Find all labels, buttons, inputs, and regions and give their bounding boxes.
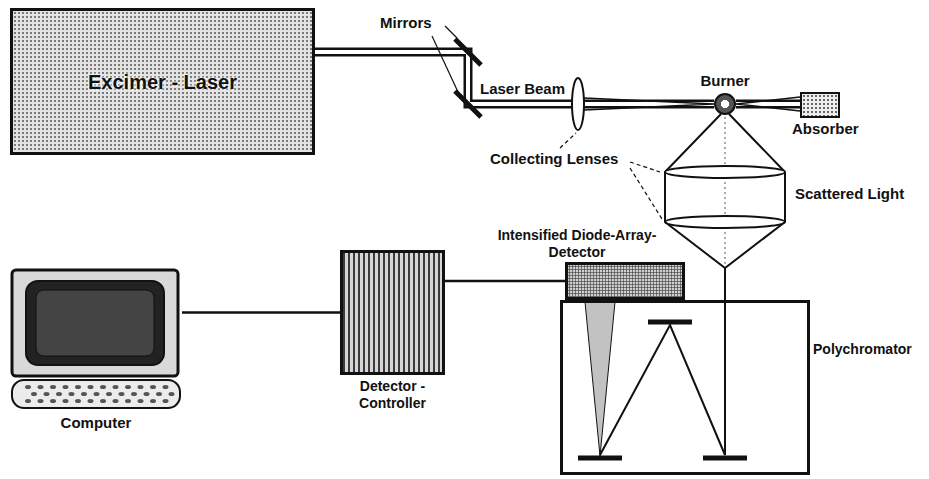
keyboard-key (138, 385, 144, 389)
keyboard-key (94, 392, 100, 396)
beam-outline (315, 52, 714, 104)
mirror (455, 39, 481, 65)
keyboard-key (131, 392, 137, 396)
node-label: Intensified Diode-Array-Detector (493, 227, 661, 261)
keyboard-key (163, 385, 169, 389)
part-label: Mirrors (380, 14, 432, 32)
laser-box: Excimer - Laser (10, 8, 315, 155)
keyboard-key (38, 399, 44, 403)
leader-line (445, 26, 457, 38)
keyboard-key (119, 392, 125, 396)
collecting-lens (665, 166, 785, 178)
computer-part (12, 380, 180, 408)
keyboard-key (25, 399, 31, 403)
dispersed-light (585, 302, 615, 456)
scattered-light-beam (665, 172, 785, 222)
beam-diverge (736, 97, 800, 111)
beam-focus (584, 98, 714, 110)
keyboard-key (75, 399, 81, 403)
text-holder: Collecting Lenses (490, 150, 618, 168)
keyboard-key (113, 399, 119, 403)
text-holder: Polychromator (813, 341, 912, 358)
leader-line (432, 36, 458, 92)
light-path (600, 300, 725, 455)
text-holder: Laser Beam (480, 80, 565, 98)
laser-beam (315, 52, 714, 104)
keyboard-key (156, 392, 162, 396)
keyboard-key (38, 385, 44, 389)
computer: Computer (10, 268, 182, 410)
beam-label: Scattered Light (795, 185, 904, 203)
beam-core (315, 52, 714, 104)
text-holder: Scattered Light (795, 185, 904, 203)
keyboard-key (81, 392, 87, 396)
leader-line (630, 168, 662, 219)
node-label: Burner (700, 72, 749, 90)
node-label: Detector - Controller (338, 378, 448, 412)
computer-illustration (10, 268, 182, 410)
text-holder: Detector - Controller (338, 378, 448, 412)
laser-lens (572, 78, 584, 130)
signal-cable (182, 312, 340, 313)
text-holder: Absorber (792, 120, 859, 138)
node-label: Absorber (792, 120, 859, 138)
burner-circle: Burner (714, 93, 736, 115)
keyboard-key (138, 399, 144, 403)
keyboard-key (25, 385, 31, 389)
leader-line (630, 162, 660, 172)
signal-cable (445, 281, 565, 282)
grating (703, 456, 747, 461)
keyboard-key (100, 385, 106, 389)
keyboard-key (144, 392, 150, 396)
keyboard-key (88, 399, 94, 403)
keyboard-key (100, 399, 106, 403)
keyboard-key (125, 399, 131, 403)
computer-part (12, 270, 178, 376)
keyboard-key (113, 385, 119, 389)
text-holder: Mirrors (380, 14, 432, 32)
keyboard-key (31, 392, 37, 396)
optical-axis (725, 117, 726, 266)
cable-line (182, 311, 340, 314)
beam-label: Laser Beam (480, 80, 565, 98)
node-label: Polychromator (813, 341, 912, 358)
absorber-box: Absorber (800, 92, 840, 118)
keyboard-key (88, 385, 94, 389)
mirror (648, 320, 692, 325)
computer-part (26, 281, 164, 365)
keyboard-key (125, 385, 131, 389)
keyboard-key (69, 392, 75, 396)
cable-line (445, 280, 565, 283)
keyboard-key (169, 392, 175, 396)
keyboard-key (56, 392, 62, 396)
text-holder: Excimer - Laser (13, 11, 312, 152)
keyboard-key (150, 399, 156, 403)
mirror (455, 91, 481, 117)
collecting-lens (665, 216, 785, 228)
scattered-light-cone (665, 114, 785, 172)
keyboard-key (150, 385, 156, 389)
keyboard-key (106, 392, 112, 396)
computer-part (36, 290, 154, 356)
node-label: Excimer - Laser (78, 70, 247, 94)
mirror (578, 456, 622, 461)
text-holder: Intensified Diode-Array-Detector (493, 227, 661, 261)
polychromator-box: Polychromator (560, 300, 810, 475)
detector-box: Intensified Diode-Array-Detector (565, 262, 685, 300)
keyboard-key (50, 399, 56, 403)
keyboard-key (50, 385, 56, 389)
node-label: Computer (61, 414, 132, 432)
keyboard-key (63, 399, 69, 403)
keyboard-key (44, 392, 50, 396)
keyboard-key (75, 385, 81, 389)
keyboard-key (63, 385, 69, 389)
controller-box: Detector - Controller (340, 250, 445, 375)
text-holder: Burner (700, 72, 749, 90)
part-label: Collecting Lenses (490, 150, 618, 168)
leader-line (560, 133, 576, 148)
keyboard-key (163, 399, 169, 403)
text-holder: Computer (61, 414, 132, 432)
